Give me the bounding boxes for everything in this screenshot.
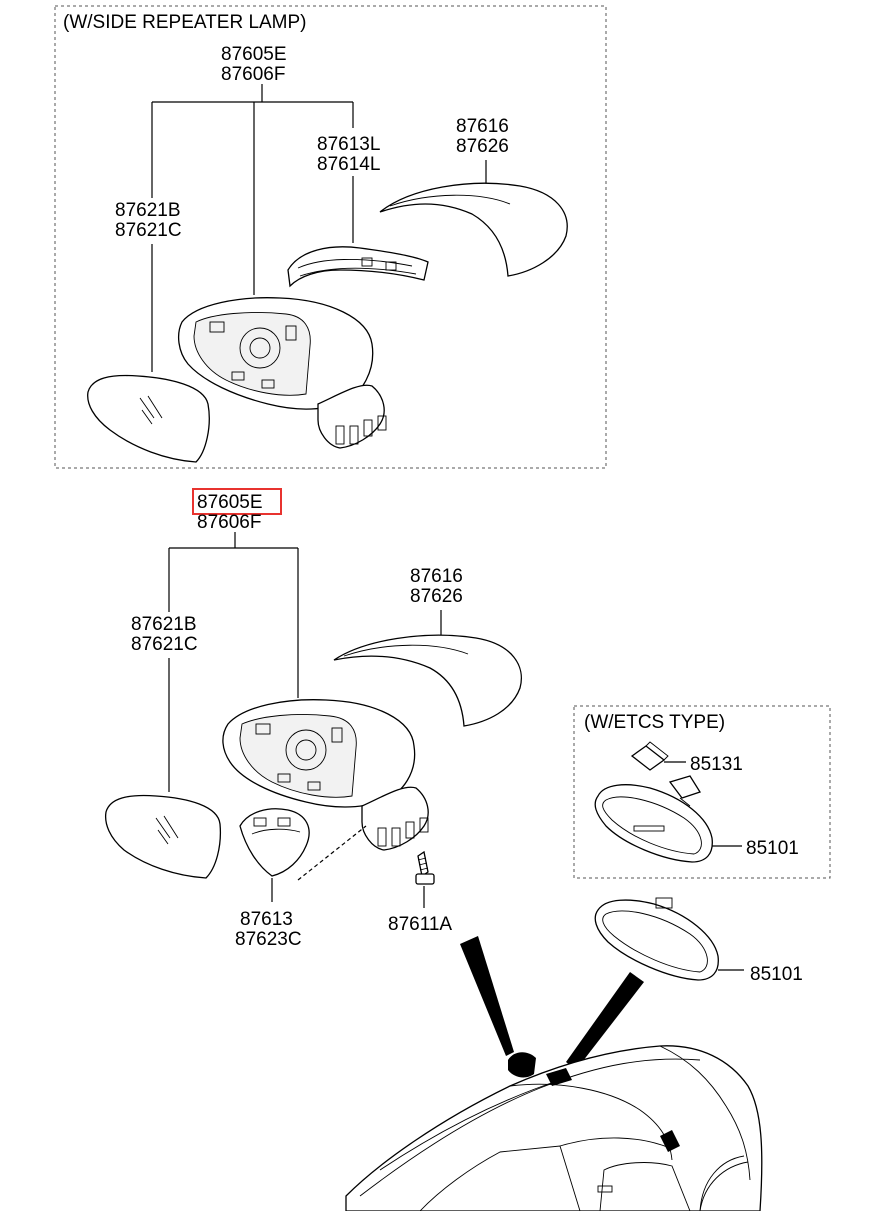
upper-cover-number-1[interactable]: 87616 xyxy=(456,116,509,137)
highlight-box xyxy=(192,488,282,515)
screw-part xyxy=(415,850,435,885)
lower-glass-number-1[interactable]: 87621B xyxy=(131,614,197,635)
car-door-handle xyxy=(597,1185,613,1193)
pointer-to-inside-mirror xyxy=(566,972,644,1070)
upper-side-repeater-lamp xyxy=(287,246,429,288)
lower-trim-cover xyxy=(239,808,310,877)
car-side-mirror xyxy=(508,1052,536,1078)
etcs-mirror-number[interactable]: 85101 xyxy=(746,838,799,859)
lower-assembly-leader xyxy=(168,532,299,698)
trim-link-leader xyxy=(297,825,367,881)
upper-group-box xyxy=(54,5,607,469)
pointer-to-side-mirror xyxy=(460,936,514,1056)
upper-mirror-housing xyxy=(177,297,387,449)
lower-mirror-glass xyxy=(104,794,222,879)
lower-assembly-number-1[interactable]: 87605E xyxy=(197,492,263,513)
upper-repeater-number-1[interactable]: 87613L xyxy=(317,134,380,155)
screw-number[interactable]: 87611A xyxy=(388,914,452,935)
lower-group: 87605E 87606F 87621B 87621C 87616 87626 xyxy=(104,488,803,985)
car-inside-mirror xyxy=(546,1068,572,1086)
lower-glass-number-2[interactable]: 87621C xyxy=(131,634,198,655)
etcs-sensor xyxy=(630,741,669,771)
lower-trim-number-1[interactable]: 87613 xyxy=(240,909,293,930)
upper-repeater-number-2[interactable]: 87614L xyxy=(317,154,380,175)
upper-mirror-cover xyxy=(379,182,568,277)
car-wheel-arch xyxy=(699,1161,749,1211)
etcs-group-title: (W/ETCS TYPE) xyxy=(584,712,725,733)
car-right-mirror xyxy=(660,1130,680,1152)
etcs-group-box xyxy=(573,705,831,879)
etcs-inside-mirror xyxy=(594,775,713,863)
etcs-sensor-number[interactable]: 85131 xyxy=(690,754,743,775)
upper-assembly-number-2[interactable]: 87606F xyxy=(221,64,285,85)
upper-assembly-leader xyxy=(151,84,354,295)
lower-assembly-number-2[interactable]: 87606F xyxy=(197,512,261,533)
upper-assembly-number-1[interactable]: 87605E xyxy=(221,44,287,65)
etcs-group: (W/ETCS TYPE) 85131 85101 xyxy=(573,705,831,879)
lower-mirror-cover xyxy=(333,634,522,727)
car-body xyxy=(345,936,763,1211)
upper-group: (W/SIDE REPEATER LAMP) 87605E 87606F 876… xyxy=(54,5,607,469)
inside-mirror-number[interactable]: 85101 xyxy=(750,964,803,985)
upper-glass-number-2[interactable]: 87621C xyxy=(115,220,182,241)
lower-cover-number-2[interactable]: 87626 xyxy=(410,586,463,607)
inside-rear-view-mirror xyxy=(594,897,744,981)
lower-mirror-housing xyxy=(222,699,429,851)
upper-cover-number-2[interactable]: 87626 xyxy=(456,136,509,157)
upper-group-title: (W/SIDE REPEATER LAMP) xyxy=(63,12,307,33)
upper-glass-number-1[interactable]: 87621B xyxy=(115,200,181,221)
lower-trim-number-2[interactable]: 87623C xyxy=(235,929,302,950)
upper-mirror-glass xyxy=(87,374,210,463)
lower-cover-number-1[interactable]: 87616 xyxy=(410,566,463,587)
